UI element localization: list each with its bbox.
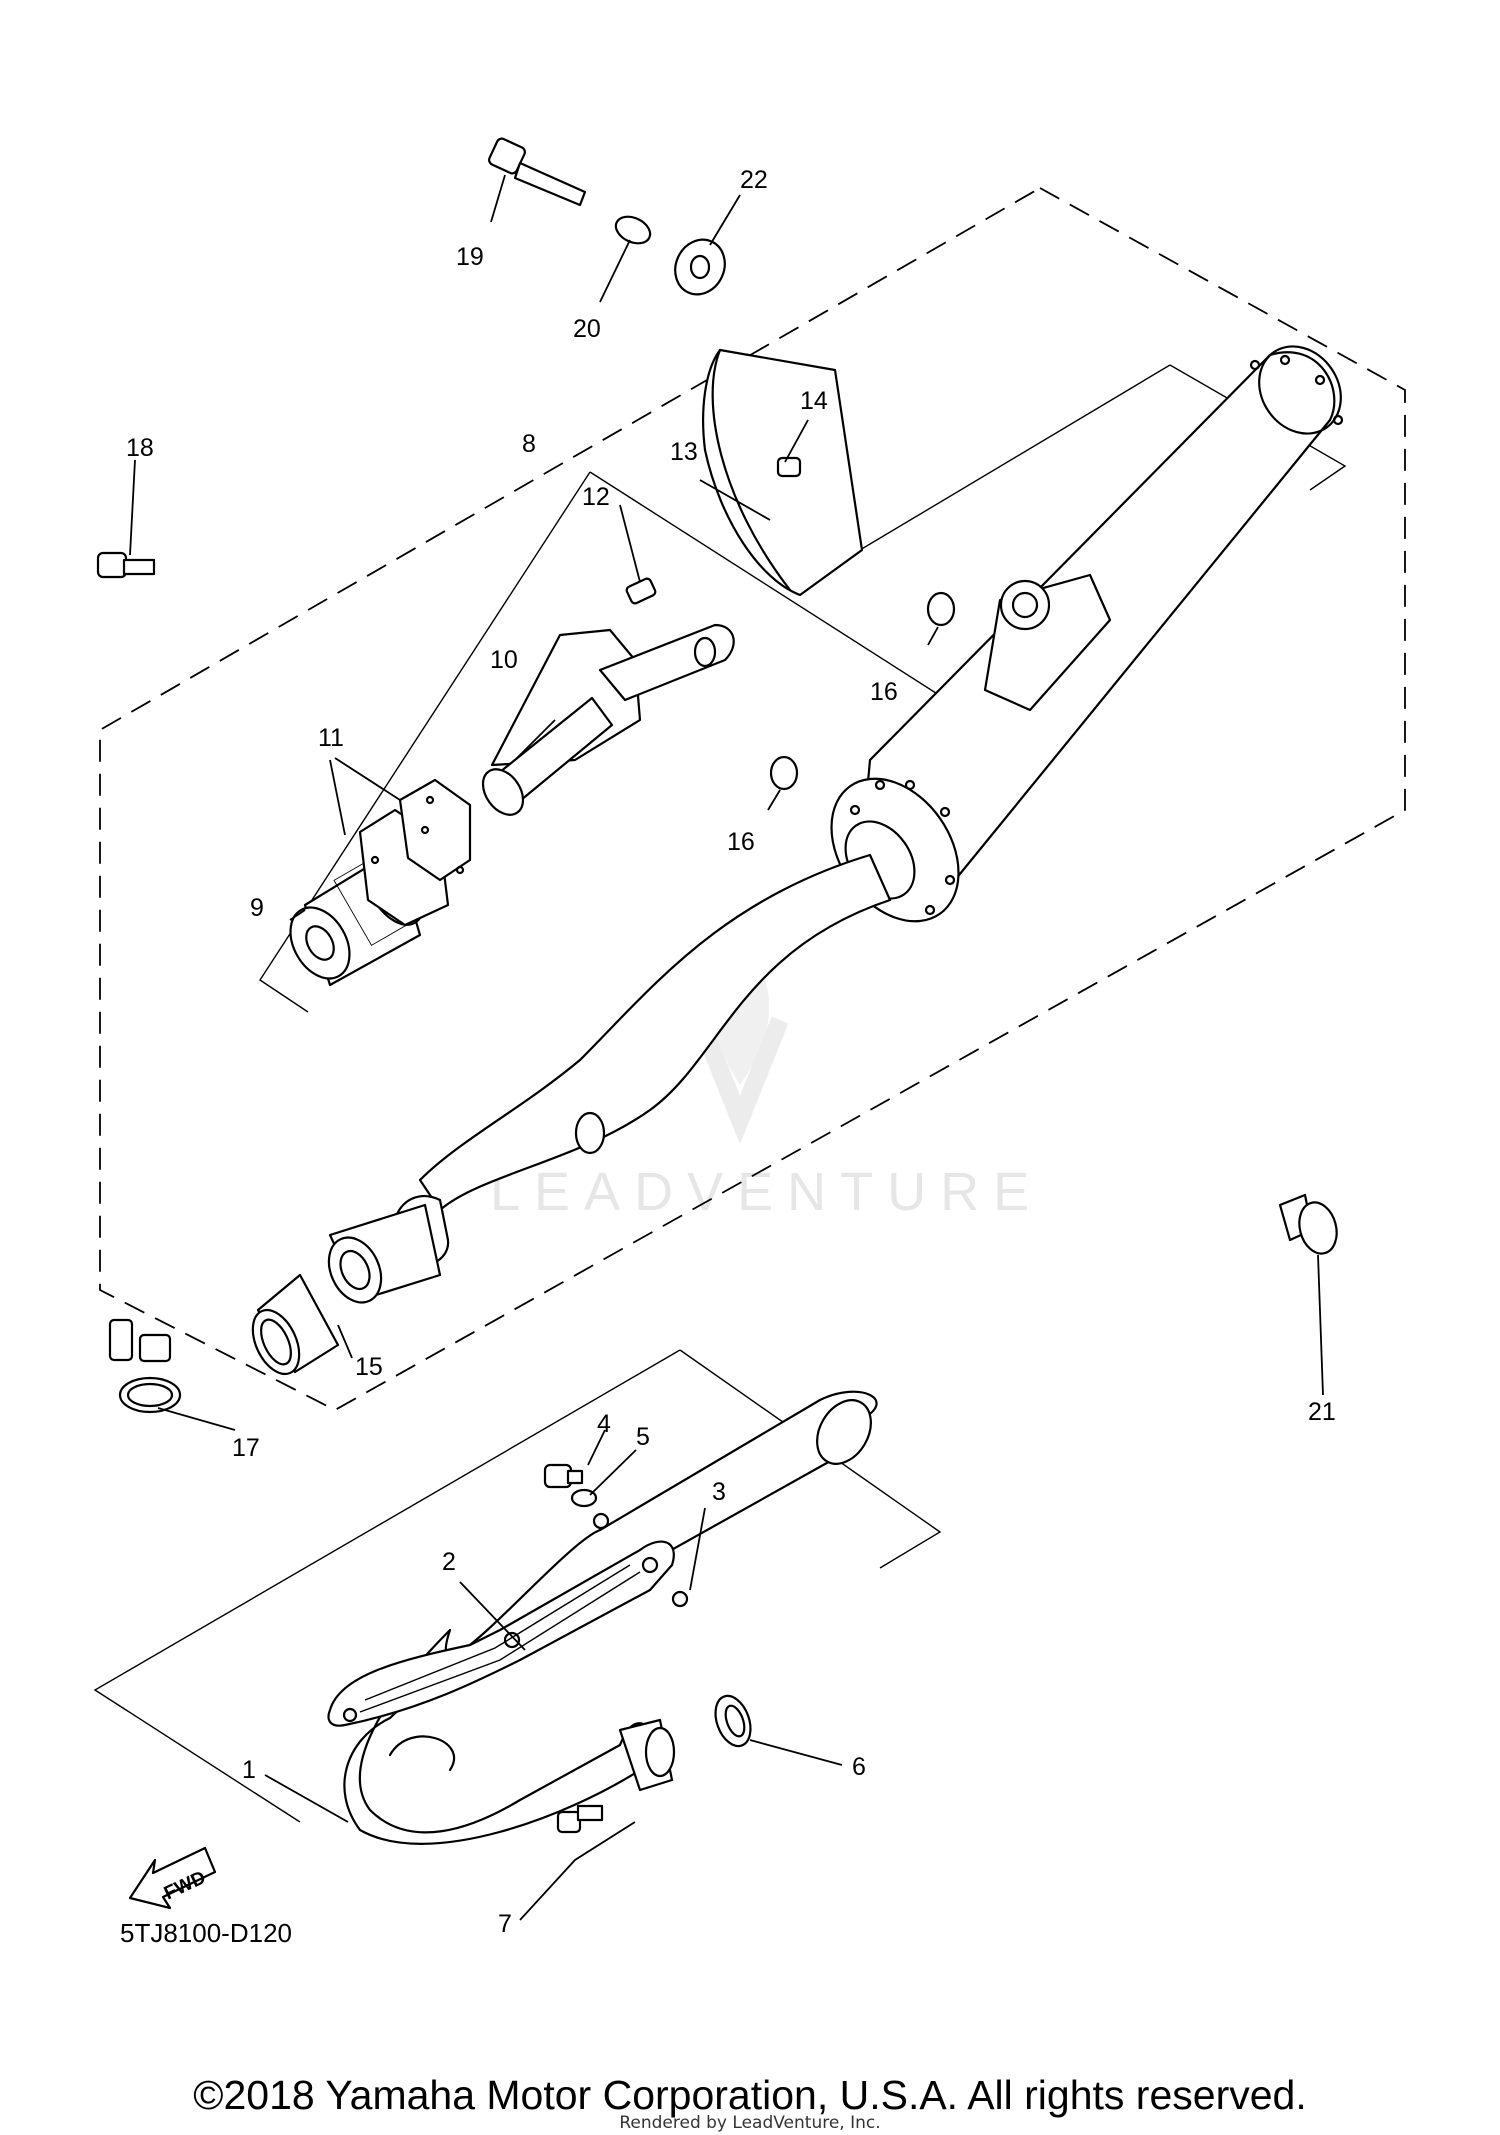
callout-11: 11 — [318, 724, 344, 752]
callout-12: 12 — [582, 483, 610, 511]
heat-protector — [327, 1540, 675, 1727]
end-cap-tailpipe — [481, 623, 735, 816]
callout-8: 8 — [522, 430, 536, 458]
exhaust-header-pipe — [343, 1390, 878, 1845]
gasket-ring — [714, 1694, 752, 1748]
hardware-bolts-washers — [543, 1463, 689, 1608]
exhaust-clamp — [108, 1318, 182, 1414]
callout-22: 22 — [740, 166, 768, 194]
callout-21: 21 — [1308, 1398, 1336, 1426]
watermark-text: LEADVENTURE — [490, 1162, 1043, 1222]
callout-17: 17 — [232, 1434, 260, 1462]
callout-14: 14 — [800, 387, 828, 415]
callout-numbers: 1 2 3 4 5 6 7 8 9 10 11 12 13 14 16 16 1… — [126, 166, 1336, 1938]
end-cap-gaskets — [358, 778, 472, 927]
joint-sleeve — [251, 1273, 340, 1376]
callout-9: 9 — [250, 894, 264, 922]
leader-lines — [129, 174, 1324, 1921]
callout-18: 18 — [126, 434, 154, 462]
copyright-text: ©2018 Yamaha Motor Corporation, U.S.A. A… — [193, 2072, 1307, 2118]
flange-bolt — [556, 1804, 604, 1834]
callout-7: 7 — [498, 1910, 512, 1938]
diagram-code: 5TJ8100-D120 — [120, 1918, 292, 1948]
callout-3: 3 — [712, 1478, 726, 1506]
callout-16b: 16 — [727, 828, 755, 856]
callout-2: 2 — [442, 1548, 456, 1576]
callout-1: 1 — [242, 1756, 256, 1784]
assembly-boundaries — [93, 187, 1406, 1823]
callout-4: 4 — [597, 1410, 611, 1438]
screws-and-bushings — [96, 137, 1338, 1255]
callout-19: 19 — [456, 243, 484, 271]
callout-13: 13 — [670, 438, 698, 466]
callout-10: 10 — [490, 646, 518, 674]
callout-16a: 16 — [870, 678, 898, 706]
muffler-rivets — [849, 354, 1344, 916]
callout-20: 20 — [573, 315, 601, 343]
callout-6: 6 — [852, 1753, 866, 1781]
callout-15: 15 — [355, 1353, 383, 1381]
muffler-assembly — [327, 345, 1344, 1304]
forward-direction-arrow: FWD — [128, 1846, 217, 1910]
callout-5: 5 — [636, 1423, 650, 1451]
rendered-by-text: Rendered by LeadVenture, Inc. — [619, 2113, 881, 2133]
